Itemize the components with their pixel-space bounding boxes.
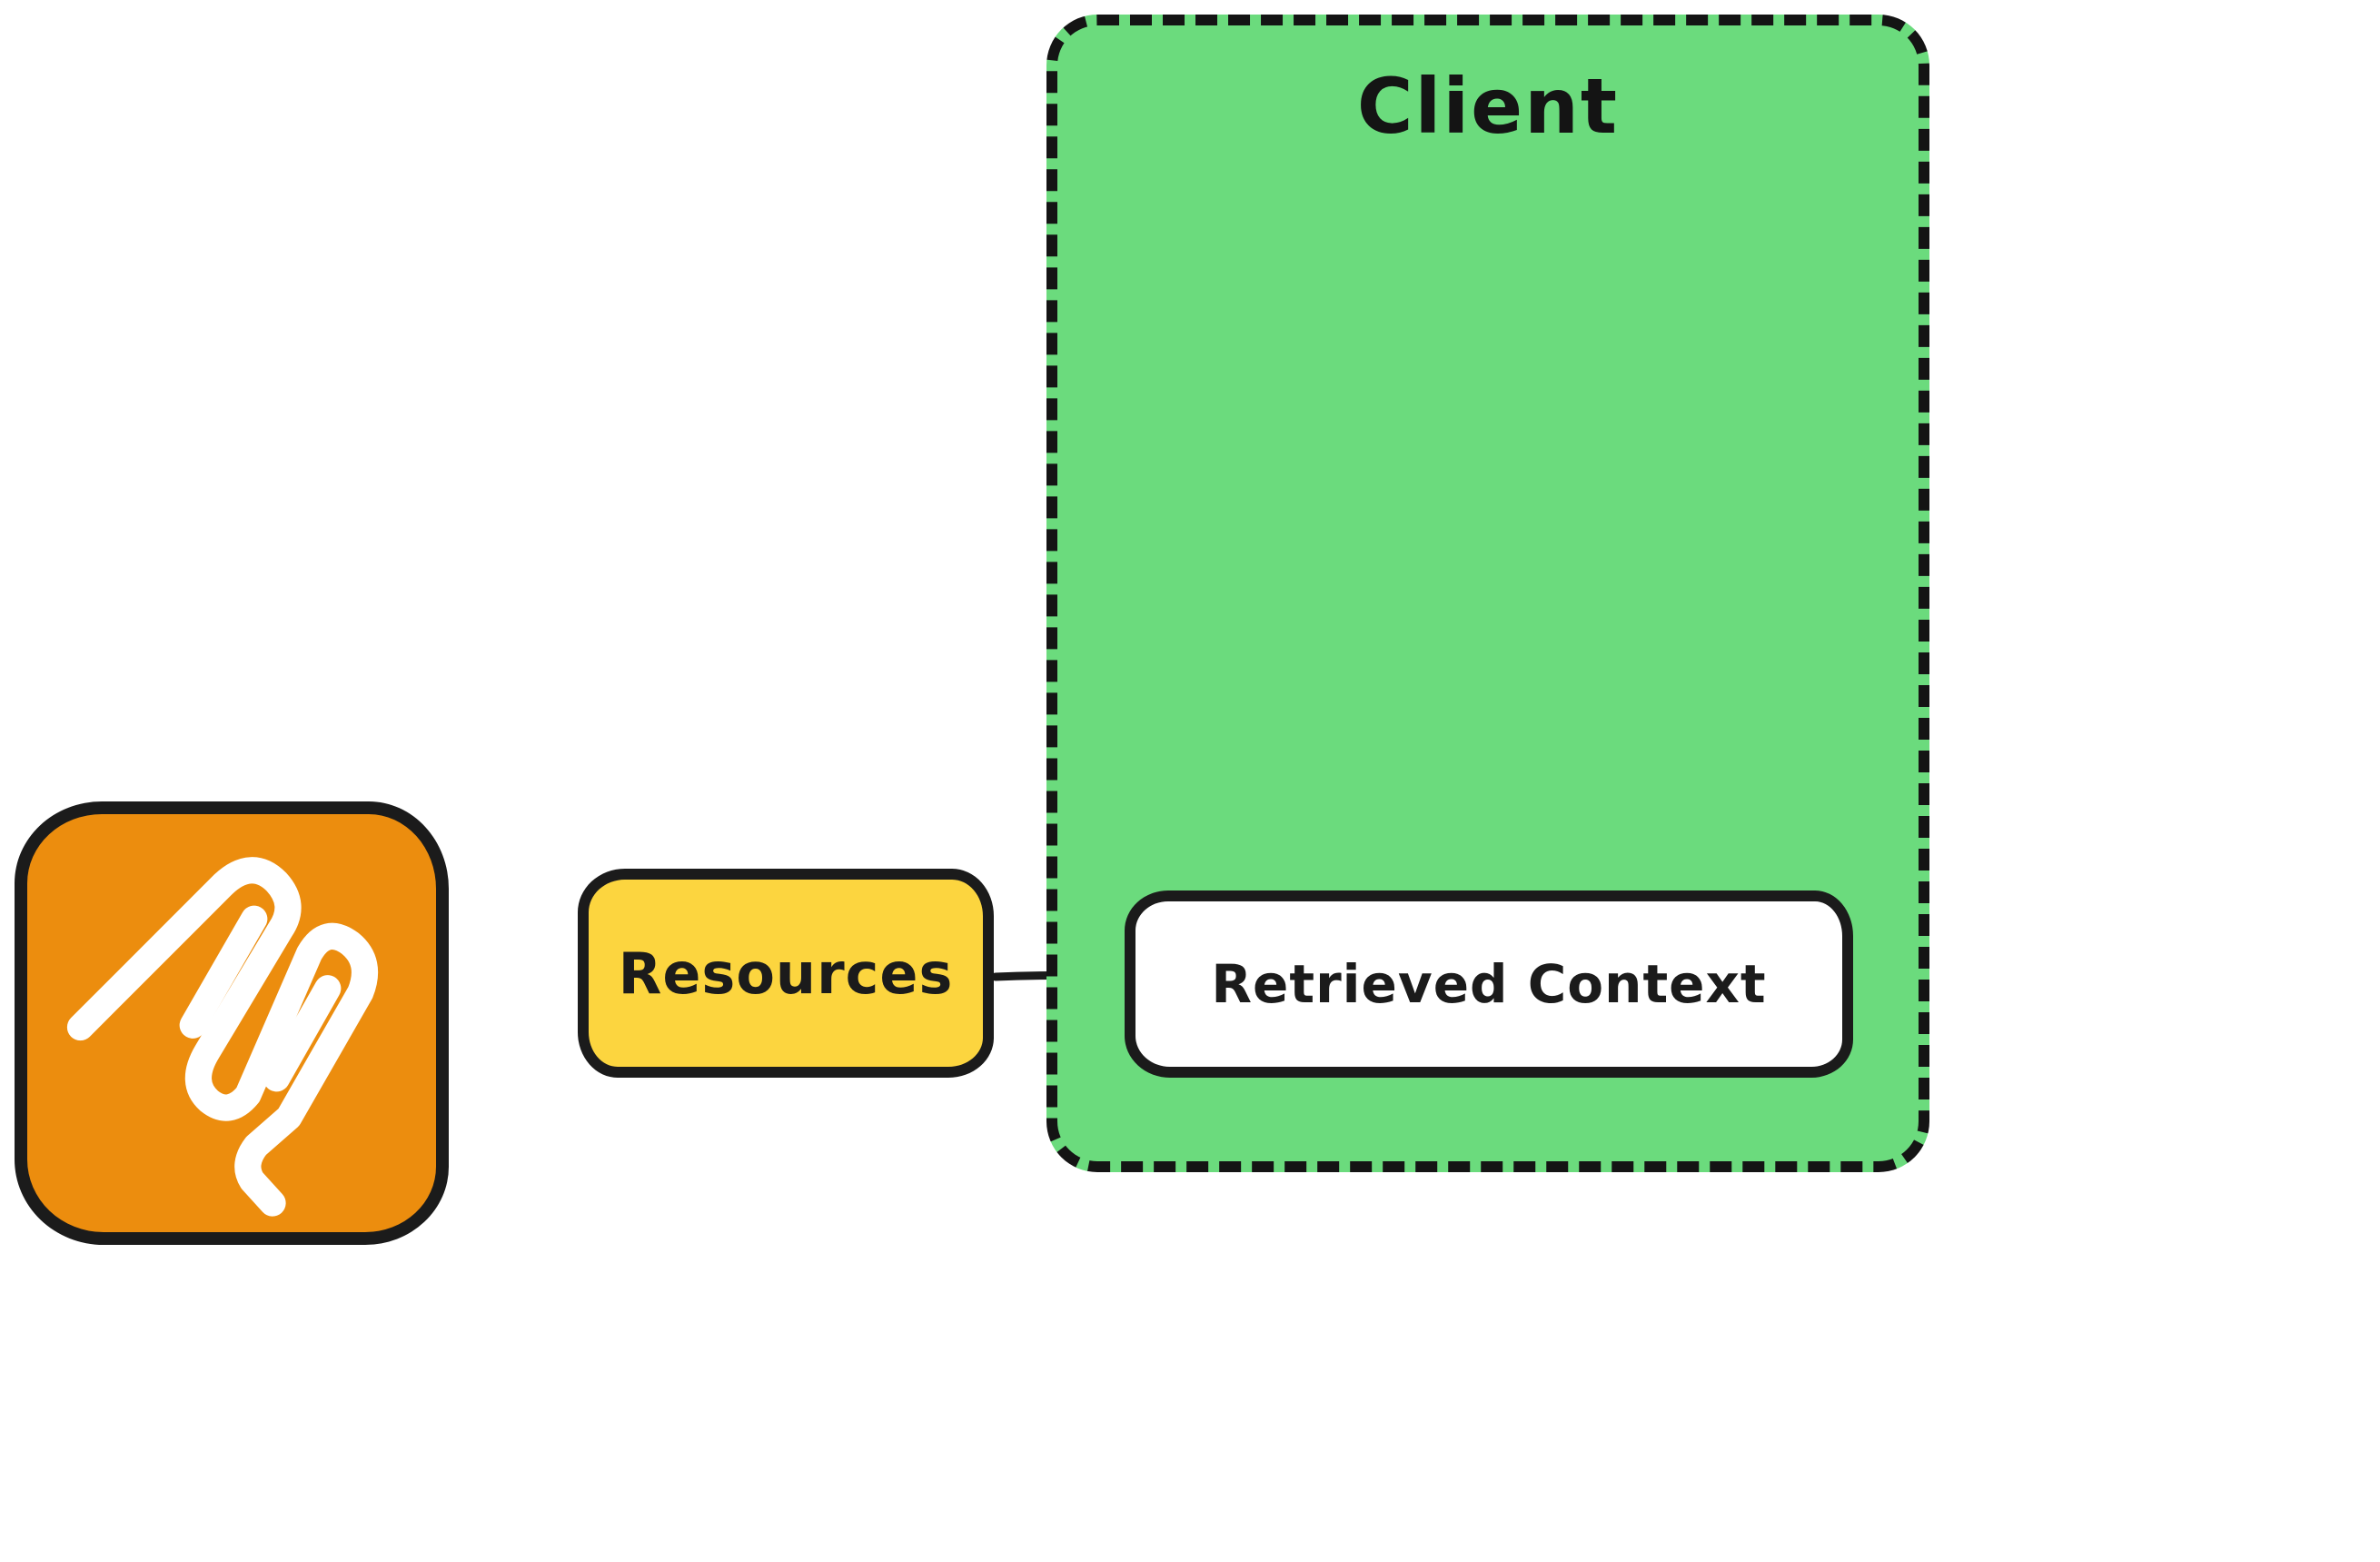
resources-node: Resources (578, 869, 994, 1078)
squiggle-logo-icon (15, 801, 449, 1245)
squiggle-glyph (66, 857, 379, 1217)
resources-label: Resources (618, 940, 954, 1007)
client-label: Client (1356, 62, 1620, 151)
retrieved-context-node: Retrieved Context (1125, 890, 1853, 1078)
retrieved-context-label: Retrieved Context (1211, 953, 1767, 1015)
